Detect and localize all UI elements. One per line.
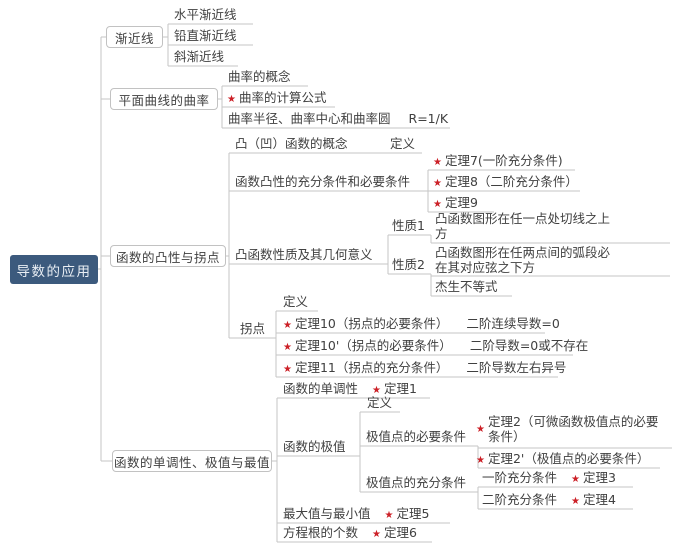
node-theorem-10[interactable]: ★ 定理10（拐点的必要条件） 二阶连续导数=0 (283, 316, 560, 331)
node-horizontal-asymptote[interactable]: 水平渐近线 (174, 7, 237, 22)
star-icon: ★ (372, 529, 381, 540)
node-curvature-formula[interactable]: ★ 曲率的计算公式 (227, 90, 327, 105)
node-inflection-point[interactable]: 拐点 (240, 321, 266, 336)
node-convexity-conditions[interactable]: 函数凸性的充分条件和必要条件 (235, 174, 411, 189)
branch-convexity-lines (226, 152, 670, 378)
node-max-min[interactable]: 最大值与最小值 ★定理5 (283, 506, 430, 521)
node-extrema-definition[interactable]: 定义 (367, 395, 393, 410)
star-icon: ★ (372, 385, 381, 396)
node-extrema[interactable]: 函数的极值 (283, 439, 346, 454)
node-note: 二阶导数左右异号 (466, 360, 567, 375)
topic-curvature[interactable]: 平面曲线的曲率 (110, 88, 218, 110)
star-icon: ★ (571, 474, 580, 485)
node-monotonicity[interactable]: 函数的单调性 ★定理1 (283, 381, 417, 396)
node-curvature-concept[interactable]: 曲率的概念 (228, 69, 291, 84)
node-extrema-necessary-condition[interactable]: 极值点的必要条件 (366, 429, 467, 444)
node-note: R=1/K (408, 111, 449, 126)
topic-monotonicity-extrema[interactable]: 函数的单调性、极值与最值 (112, 450, 272, 472)
node-convex-concept[interactable]: 凸（凹）函数的概念 (235, 136, 348, 151)
star-icon: ★ (571, 496, 580, 507)
branch-curvature-lines (218, 85, 450, 129)
star-icon: ★ (433, 157, 442, 168)
node-theorem-9[interactable]: ★ 定理9 (433, 195, 478, 210)
node-oblique-asymptote[interactable]: 斜渐近线 (174, 49, 225, 64)
topic-convexity-inflection[interactable]: 函数的凸性与拐点 (110, 245, 226, 267)
star-icon: ★ (433, 199, 442, 210)
node-property-1-description[interactable]: 凸函数图形在任一点处切线之上方 (435, 211, 611, 241)
root-topic[interactable]: 导数的应用 (10, 255, 98, 284)
node-inflection-definition[interactable]: 定义 (283, 294, 309, 309)
star-icon: ★ (227, 94, 236, 105)
branch-monotonicity-lines (272, 397, 672, 543)
node-theorem-2-prime[interactable]: ★ 定理2'（极值点的必要条件） (476, 451, 650, 466)
branch-asymptote-lines (163, 23, 253, 67)
node-extrema-sufficient-condition[interactable]: 极值点的充分条件 (366, 475, 467, 490)
node-first-order-sufficient[interactable]: 一阶充分条件 ★定理3 (482, 470, 616, 485)
star-icon: ★ (283, 320, 292, 331)
root-topic-label: 导数的应用 (16, 263, 92, 280)
node-theorem-10-prime[interactable]: ★ 定理10'（拐点的必要条件） 二阶导数=0或不存在 (283, 338, 589, 353)
node-jensen-inequality[interactable]: 杰生不等式 (435, 279, 498, 294)
star-icon: ★ (433, 178, 442, 189)
node-theorem-7[interactable]: ★ 定理7(一阶充分条件) (433, 153, 563, 168)
node-second-order-sufficient[interactable]: 二阶充分条件 ★定理4 (482, 492, 616, 507)
node-note: 二阶连续导数=0 (466, 316, 560, 331)
star-icon: ★ (283, 364, 292, 375)
node-note: 二阶导数=0或不存在 (469, 338, 589, 353)
node-theorem-2[interactable]: ★ 定理2（可微函数极值点的必要条件） (476, 414, 659, 444)
node-theorem-8[interactable]: ★ 定理8（二阶充分条件） (433, 174, 578, 189)
node-property-2[interactable]: 性质2 (392, 257, 425, 272)
star-icon: ★ (476, 423, 485, 435)
node-vertical-asymptote[interactable]: 铅直渐近线 (174, 28, 237, 43)
root-spine-lines (98, 36, 112, 462)
node-convex-properties[interactable]: 凸函数性质及其几何意义 (235, 247, 373, 262)
node-property-1[interactable]: 性质1 (392, 218, 425, 233)
node-equation-roots[interactable]: 方程根的个数 ★定理6 (283, 525, 417, 540)
node-curvature-radius[interactable]: 曲率半径、曲率中心和曲率圆 R=1/K (228, 111, 449, 126)
node-convex-concept-definition[interactable]: 定义 (390, 136, 416, 151)
star-icon: ★ (283, 342, 292, 353)
node-property-2-description[interactable]: 凸函数图形在任两点间的弧段必在其对应弦之下方 (435, 245, 611, 275)
star-icon: ★ (476, 455, 485, 466)
node-theorem-11[interactable]: ★ 定理11（拐点的充分条件） 二阶导数左右异号 (283, 360, 567, 375)
topic-asymptote[interactable]: 渐近线 (106, 26, 163, 48)
star-icon: ★ (384, 510, 394, 521)
